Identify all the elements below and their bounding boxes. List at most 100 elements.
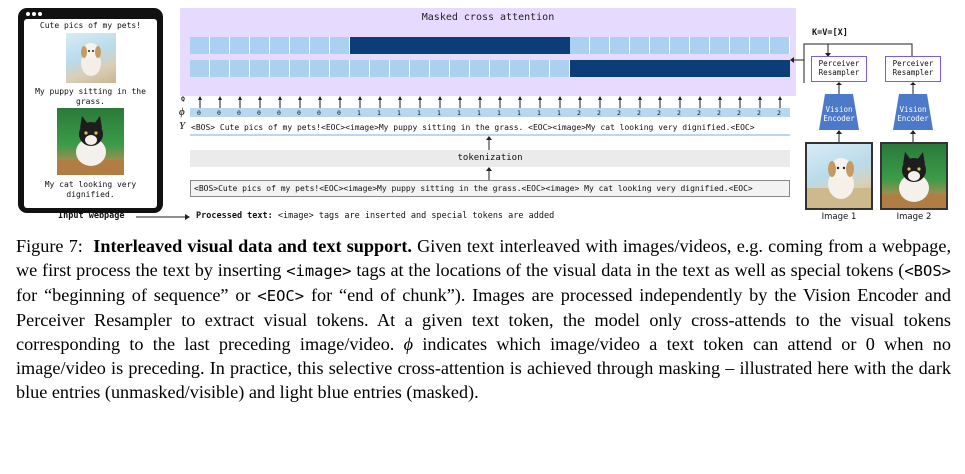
query-arrowhead	[618, 96, 622, 100]
phi-value: 0	[237, 109, 241, 117]
phi-value: 0	[317, 109, 321, 117]
attention-mask-cell	[330, 60, 350, 77]
webpage-caption-1: Cute pics of my pets!	[24, 21, 157, 31]
attention-mask-cell	[390, 37, 410, 54]
query-arrowhead	[518, 96, 522, 100]
query-arrowhead	[658, 96, 662, 100]
dog-picture	[66, 33, 116, 83]
figure-number: Figure 7:	[16, 236, 83, 256]
attention-mask-cell	[350, 37, 370, 54]
caption-title: Interleaved visual data and text support…	[93, 236, 412, 256]
query-arrowhead	[338, 96, 342, 100]
attention-mask-cell	[370, 37, 390, 54]
attention-mask-cell	[430, 37, 450, 54]
phi-value: 1	[357, 109, 361, 117]
attention-mask-cell	[650, 60, 670, 77]
tokenization-label: tokenization	[190, 153, 790, 163]
attention-mask-cell	[290, 60, 310, 77]
attention-mask-cell	[230, 37, 250, 54]
phi-value: 1	[557, 109, 561, 117]
attention-mask-cell	[470, 60, 490, 77]
processed-arrow	[484, 167, 494, 181]
attention-mask-cell	[610, 60, 630, 77]
attention-mask-cell	[290, 37, 310, 54]
attention-mask-cell	[210, 37, 230, 54]
image-2-thumbnail	[880, 142, 948, 210]
query-arrowhead	[358, 96, 362, 100]
attention-mask-cell	[450, 37, 470, 54]
attention-mask-cell	[270, 37, 290, 54]
phi-value: 2	[597, 109, 601, 117]
phi-value: 2	[577, 109, 581, 117]
phi-value: 2	[757, 109, 761, 117]
attention-row-image-1	[190, 37, 790, 54]
attention-mask-cell	[190, 37, 210, 54]
attention-mask-cell	[710, 37, 730, 54]
attention-mask-cell	[630, 37, 650, 54]
attention-mask-cell	[350, 60, 370, 77]
perceiver-resampler-1: Perceiver Resampler	[811, 56, 867, 82]
query-arrowhead	[758, 96, 762, 100]
phi-value: 2	[657, 109, 661, 117]
attention-mask-cell	[770, 37, 790, 54]
processed-text: <BOS>Cute pics of my pets!<EOC><image>My…	[194, 184, 753, 193]
phi-label: ϕ	[179, 106, 185, 118]
q-label: Q	[181, 95, 185, 103]
attention-mask-cell	[310, 60, 330, 77]
kv-label: K=V=[X]	[812, 28, 848, 38]
attention-mask-cell	[510, 60, 530, 77]
phone-dot	[38, 12, 42, 16]
attention-mask-cell	[190, 60, 210, 77]
attention-mask-cell	[710, 60, 730, 77]
image-1-thumbnail	[805, 142, 873, 210]
vision-encoder-1: Vision Encoder	[819, 105, 859, 123]
attention-mask-cell	[250, 60, 270, 77]
input-webpage-label: Input webpage	[58, 211, 125, 221]
phi-value: 0	[257, 109, 261, 117]
attention-mask-cell	[730, 60, 750, 77]
attention-mask-cell	[390, 60, 410, 77]
query-arrows	[190, 96, 790, 108]
attention-mask-cell	[230, 60, 250, 77]
attention-row-image-2	[190, 60, 790, 77]
attention-mask-cell	[430, 60, 450, 77]
phi-value: 1	[377, 109, 381, 117]
phi-value: 2	[617, 109, 621, 117]
attention-mask-cell	[470, 37, 490, 54]
phi-value: 0	[217, 109, 221, 117]
webpage-caption-2: My puppy sitting in the grass.	[28, 87, 153, 106]
vision-encoder-2: Vision Encoder	[893, 105, 933, 123]
perceiver-resampler-2: Perceiver Resampler	[885, 56, 941, 82]
query-arrowhead	[458, 96, 462, 100]
phi-value: 2	[777, 109, 781, 117]
attention-mask-cell	[450, 60, 470, 77]
query-arrowhead	[598, 96, 602, 100]
query-arrowhead	[718, 96, 722, 100]
phi-value: 1	[477, 109, 481, 117]
query-arrowhead	[378, 96, 382, 100]
attention-mask-cell	[610, 37, 630, 54]
attention-mask-cell	[530, 37, 550, 54]
attention-mask-cell	[570, 37, 590, 54]
footer-arrow	[136, 213, 192, 221]
attention-mask-cell	[550, 60, 570, 77]
phi-value: 2	[637, 109, 641, 117]
query-arrowhead	[738, 96, 742, 100]
phone-dot	[26, 12, 30, 16]
attention-mask-cell	[570, 60, 590, 77]
phi-value: 0	[297, 109, 301, 117]
attention-mask-cell	[410, 37, 430, 54]
phi-value: 0	[277, 109, 281, 117]
processed-text-note: Processed text: <image> tags are inserte…	[196, 211, 554, 221]
query-arrowhead	[198, 96, 202, 100]
cat-image-thumbnail	[57, 108, 124, 175]
token-sequence: <BOS> Cute pics of my pets!<EOC><image>M…	[191, 123, 755, 132]
attention-mask-cell	[690, 37, 710, 54]
cat-picture	[882, 144, 946, 208]
attention-mask-cell	[530, 60, 550, 77]
cat-picture	[57, 108, 124, 175]
query-arrowhead	[418, 96, 422, 100]
attention-mask-cell	[650, 37, 670, 54]
attention-mask-cell	[330, 37, 350, 54]
